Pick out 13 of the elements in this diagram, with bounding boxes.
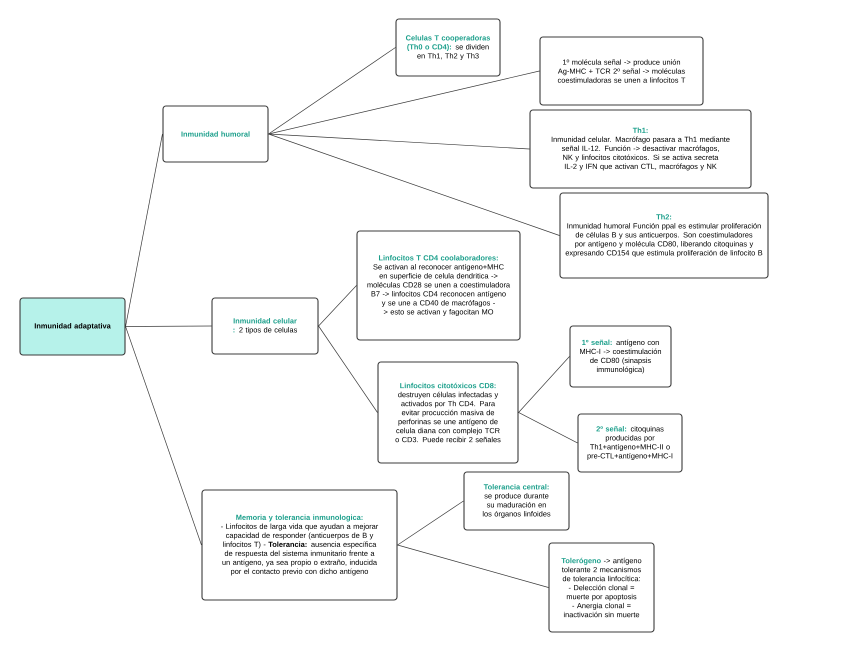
connector-line bbox=[268, 134, 530, 150]
connector-line bbox=[318, 285, 357, 326]
connector-line bbox=[518, 356, 570, 413]
connector-line bbox=[268, 134, 560, 236]
connector-line bbox=[397, 500, 464, 546]
connector-line bbox=[125, 134, 163, 327]
connector-line bbox=[125, 326, 202, 546]
connector-line bbox=[318, 326, 378, 413]
connector-line bbox=[268, 47, 396, 134]
connector-line bbox=[268, 70, 540, 134]
connector-line bbox=[125, 326, 212, 327]
connector-line bbox=[397, 544, 549, 588]
connector-line bbox=[518, 412, 578, 444]
